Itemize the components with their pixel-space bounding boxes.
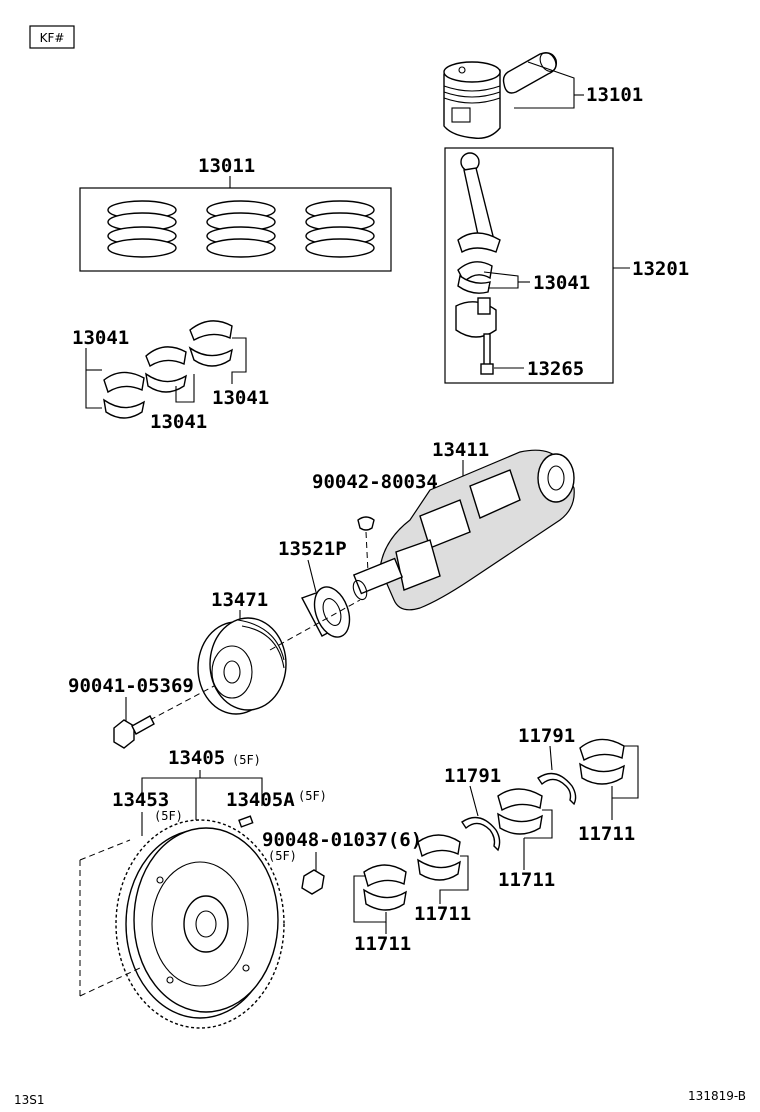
label-13011: 13011 — [198, 155, 255, 177]
flywheel-bolt[interactable] — [301, 869, 325, 895]
main-bearing-right-3[interactable] — [417, 834, 461, 881]
pulley-bolt[interactable] — [113, 715, 155, 749]
piston-rings-3[interactable] — [305, 200, 375, 258]
label-90041-05369: 90041-05369 — [68, 675, 194, 697]
main-bearing-left-3[interactable] — [188, 320, 233, 367]
label-13471: 13471 — [211, 589, 268, 611]
connecting-rod[interactable] — [457, 152, 501, 254]
label-90048-01037-note: (5F) — [268, 849, 297, 863]
diagram-code-box: KF# — [29, 25, 75, 49]
label-11711-b: 11711 — [498, 869, 555, 891]
label-90048-01037: 90048-01037(6) — [262, 829, 422, 851]
label-13041-c: 13041 — [212, 387, 269, 409]
rod-bolt[interactable] — [480, 333, 494, 375]
label-13411: 13411 — [432, 439, 489, 461]
label-13405A-note: (5F) — [298, 789, 327, 803]
label-90042-80034: 90042-80034 — [312, 471, 438, 493]
label-13405-note: (5F) — [232, 753, 261, 767]
piston[interactable] — [443, 61, 501, 139]
label-13405: 13405 — [168, 747, 225, 769]
label-11711-a: 11711 — [578, 823, 635, 845]
footer-left: 13S1 — [14, 1093, 45, 1107]
rod-bearing[interactable] — [457, 261, 493, 294]
diagram-code: KF# — [40, 31, 65, 45]
conn-rod-box — [444, 147, 614, 384]
thrust-washer-2[interactable] — [461, 816, 501, 852]
crank-key[interactable] — [357, 516, 375, 531]
flywheel[interactable] — [115, 819, 285, 1029]
rod-cap[interactable] — [455, 297, 497, 338]
footer-right: 131819-B — [688, 1089, 746, 1103]
label-13041-b: 13041 — [150, 411, 207, 433]
label-13265: 13265 — [527, 358, 584, 380]
main-bearing-right-4[interactable] — [363, 864, 407, 911]
label-11711-d: 11711 — [354, 933, 411, 955]
main-bearing-right-1[interactable] — [579, 738, 625, 785]
thrust-washer-1[interactable] — [537, 772, 577, 806]
label-13453: 13453 — [112, 789, 169, 811]
label-13041-a: 13041 — [72, 327, 129, 349]
main-bearing-right-2[interactable] — [497, 788, 543, 835]
label-13453-note: (5F) — [154, 809, 183, 823]
label-11791-a: 11791 — [518, 725, 575, 747]
label-13521P: 13521P — [278, 538, 347, 560]
ring-set-box — [79, 187, 392, 272]
label-11791-b: 11791 — [444, 765, 501, 787]
crankshaft-pulley[interactable] — [197, 617, 287, 715]
label-13405A: 13405A — [226, 789, 295, 811]
main-bearing-left-2[interactable] — [145, 346, 187, 393]
label-13201: 13201 — [632, 258, 689, 280]
piston-pin[interactable] — [502, 50, 560, 94]
label-13041-rod: 13041 — [533, 272, 590, 294]
label-13101: 13101 — [586, 84, 643, 106]
flywheel-pin[interactable] — [238, 815, 254, 828]
crankshaft-timing-gear[interactable] — [301, 582, 356, 642]
piston-rings-2[interactable] — [206, 200, 276, 258]
crankshaft[interactable] — [351, 449, 575, 611]
label-11711-c: 11711 — [414, 903, 471, 925]
main-bearing-left-1[interactable] — [103, 371, 145, 419]
piston-rings-1[interactable] — [107, 200, 177, 258]
